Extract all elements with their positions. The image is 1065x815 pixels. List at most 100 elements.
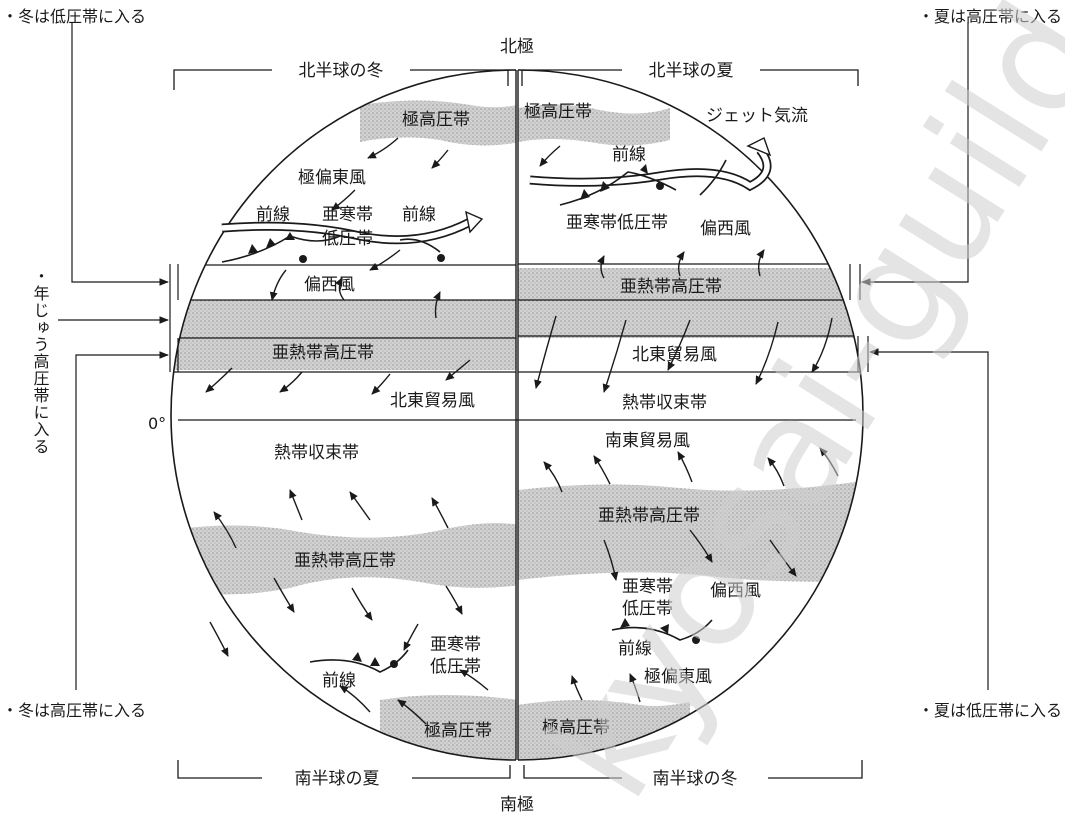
wind-arrow <box>445 359 471 381</box>
wind-arrow <box>205 367 233 393</box>
wind-arrow <box>209 621 229 657</box>
wind-arrow <box>334 277 345 301</box>
front-line-sw <box>309 649 409 673</box>
wind-arrow <box>331 189 356 211</box>
subtropical-high-band-ne <box>518 268 863 338</box>
label-itcz-ne: 熱帯収束帯 <box>622 393 707 413</box>
wind-arrow <box>349 491 371 521</box>
wind-arrow <box>269 269 287 301</box>
wind-arrow <box>289 489 303 521</box>
label-subpolar-low-sw2: 低圧帯 <box>430 657 481 677</box>
front-line-nw <box>221 232 445 263</box>
south-winter-bracket <box>523 760 863 779</box>
label-subtropical-high-sw: 亜熱帯高圧帯 <box>294 551 396 571</box>
left-band-bracket <box>169 264 179 372</box>
callout-summer-low <box>869 348 989 690</box>
wind-arrow <box>593 455 611 485</box>
label-ne-trade-nw: 北東貿易風 <box>390 391 475 411</box>
wind-arrow <box>273 577 295 613</box>
wind-arrow <box>677 451 693 483</box>
wind-arrow <box>819 447 839 477</box>
equator-label: 0° <box>148 414 166 433</box>
label-subpolar-low-nw2: 低圧帯 <box>322 229 373 249</box>
wind-arrow <box>351 587 373 621</box>
label-polar-high-sw: 極高圧帯 <box>424 721 492 741</box>
wind-arrow <box>543 461 563 493</box>
wind-arrow <box>755 321 779 385</box>
wind-arrow <box>602 319 627 393</box>
label-subpolar-low-nw1: 亜寒帯 <box>322 205 373 225</box>
south-summer-label: 南半球の夏 <box>295 769 380 789</box>
front-line-ne <box>559 159 727 206</box>
label-westerlies-se: 偏西風 <box>710 581 761 601</box>
label-se-trade: 南東貿易風 <box>605 431 690 451</box>
label-westerlies-ne: 偏西風 <box>700 219 751 239</box>
polar-high-band-nw <box>360 100 516 146</box>
south-winter-label: 南半球の冬 <box>653 769 738 789</box>
wind-arrow <box>570 675 583 701</box>
right-band-bracket <box>849 264 869 372</box>
wind-arrow <box>603 539 619 581</box>
callout-winter-high <box>75 351 169 690</box>
note-winter-high: ・冬は高圧帯に入る <box>2 701 146 720</box>
north-summer-label: 北半球の夏 <box>649 61 734 81</box>
label-subtropical-high-se: 亜熱帯高圧帯 <box>598 506 700 526</box>
jet-stream-arrow-right <box>529 137 772 192</box>
label-subpolar-low-se1: 亜寒帯 <box>622 577 673 597</box>
label-ne-trade-ne: 北東貿易風 <box>632 345 717 365</box>
wind-arrow <box>445 585 463 615</box>
label-front-nw1: 前線 <box>256 205 290 225</box>
subtropical-high-band-sw <box>171 523 516 595</box>
label-front-se: 前線 <box>618 639 652 659</box>
label-subpolar-low-ne: 亜寒帯低圧帯 <box>566 213 668 233</box>
label-westerlies-nw: 偏西風 <box>304 275 355 295</box>
label-polar-high-nw: 極高圧帯 <box>402 110 470 130</box>
north-summer-bracket <box>521 69 859 86</box>
label-polar-easterlies-se: 極偏東風 <box>644 667 712 687</box>
wind-arrow <box>369 249 401 271</box>
wind-arrow <box>811 317 833 373</box>
label-front-nw2: 前線 <box>402 205 436 225</box>
wind-arrow <box>213 511 237 549</box>
north-winter-label: 北半球の冬 <box>299 61 384 81</box>
globe-right-outline <box>517 69 864 761</box>
globe-left-outline <box>170 69 517 761</box>
label-subpolar-low-sw1: 亜寒帯 <box>430 635 481 655</box>
wind-arrow <box>403 623 419 651</box>
wind-arrow <box>433 291 441 319</box>
wind-arrow <box>667 319 691 371</box>
wind-arrow <box>756 249 765 277</box>
wind-arrow <box>339 685 371 713</box>
label-polar-high-ne: 極高圧帯 <box>524 102 592 122</box>
label-subtropical-high-ne: 亜熱帯高圧帯 <box>620 277 722 297</box>
note-summer-low: ・夏は低圧帯に入る <box>918 701 1062 720</box>
label-polar-easterlies-nw: 極偏東風 <box>298 168 366 188</box>
wind-arrow <box>367 137 399 159</box>
front-line-se <box>611 618 713 644</box>
wind-arrow <box>629 673 641 703</box>
wind-arrows <box>205 137 839 725</box>
wind-arrow <box>431 497 449 529</box>
polar-high-band-sw <box>380 695 516 760</box>
jet-stream-arrow-left <box>221 210 484 245</box>
wind-arrow <box>689 529 713 563</box>
note-year-round-high: ・年じゅう高圧帯に入る <box>31 268 50 455</box>
wind-arrow <box>431 149 449 169</box>
note-summer-high: ・夏は高圧帯に入る <box>918 7 1062 26</box>
wind-arrow <box>397 699 427 725</box>
label-front-sw: 前線 <box>322 671 356 691</box>
wind-arrow <box>769 539 797 577</box>
wind-arrow <box>539 145 561 167</box>
wind-arrow <box>459 669 489 691</box>
north-winter-bracket <box>173 69 509 90</box>
south-pole-label: 南極 <box>500 795 534 815</box>
left-half <box>171 100 516 760</box>
label-itcz-sw: 熱帯収束帯 <box>274 443 359 463</box>
label-jet-stream: ジェット気流 <box>706 106 808 126</box>
wind-arrow <box>534 315 557 389</box>
wind-arrow <box>596 255 605 279</box>
wind-arrow <box>767 457 785 487</box>
north-pole-label: 北極 <box>500 37 534 57</box>
south-summer-bracket <box>177 760 511 779</box>
